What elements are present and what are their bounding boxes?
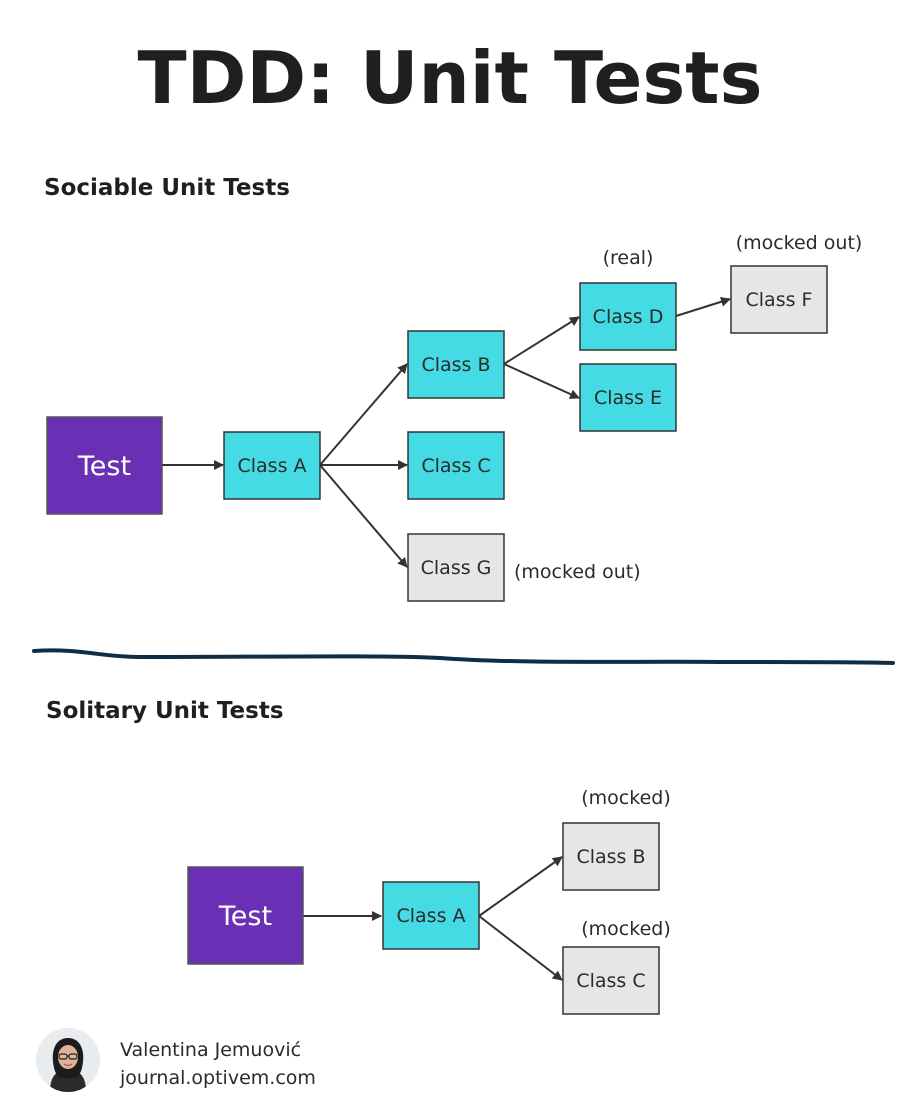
solitary-class-c-node: Class C (562, 946, 660, 1015)
sociable-class-f-note: (mocked out) (736, 232, 863, 254)
sociable-class-a-node: Class A (223, 431, 321, 500)
arrow-b-to-e (503, 363, 580, 399)
sociable-class-f-node: Class F (730, 265, 828, 334)
sociable-class-d-label: Class D (593, 306, 664, 328)
solitary-heading: Solitary Unit Tests (46, 698, 284, 724)
author-avatar (36, 1028, 100, 1092)
arrow-a-to-b (319, 363, 408, 466)
solitary-test-label: Test (218, 901, 272, 932)
solitary-test-node: Test (187, 866, 304, 965)
arrow-solitary-a-to-c (478, 915, 563, 981)
sociable-class-g-label: Class G (421, 557, 492, 579)
sociable-class-a-label: Class A (237, 455, 306, 477)
person-avatar-icon (36, 1028, 100, 1092)
solitary-class-b-node: Class B (562, 822, 660, 891)
solitary-class-a-label: Class A (396, 905, 465, 927)
sociable-class-b-label: Class B (421, 354, 490, 376)
arrow-solitary-a-to-b (478, 856, 563, 917)
sociable-class-e-node: Class E (579, 363, 677, 432)
sociable-class-e-label: Class E (594, 387, 662, 409)
sociable-class-b-node: Class B (407, 330, 505, 399)
solitary-class-c-note: (mocked) (581, 918, 670, 940)
solitary-class-b-note: (mocked) (581, 787, 670, 809)
sociable-class-c-label: Class C (421, 455, 490, 477)
page-title: TDD: Unit Tests (138, 36, 763, 120)
arrow-d-to-f (675, 296, 731, 317)
sociable-class-d-note: (real) (603, 247, 654, 269)
author-block: Valentina Jemuović journal.optivem.com (120, 1036, 316, 1092)
author-site[interactable]: journal.optivem.com (120, 1067, 316, 1089)
sociable-test-node: Test (46, 416, 163, 515)
arrow-b-to-d (503, 316, 580, 365)
sociable-class-c-node: Class C (407, 431, 505, 500)
arrow-a-to-g (319, 464, 408, 568)
solitary-connectors (303, 856, 563, 981)
sociable-class-g-node: Class G (407, 533, 505, 602)
author-name: Valentina Jemuović (120, 1039, 302, 1061)
solitary-class-b-label: Class B (576, 846, 645, 868)
sociable-connectors (162, 296, 731, 568)
sociable-heading: Sociable Unit Tests (44, 175, 290, 201)
sociable-class-f-label: Class F (746, 289, 813, 311)
solitary-class-c-label: Class C (576, 970, 645, 992)
section-divider (32, 648, 895, 665)
sociable-class-g-note: (mocked out) (514, 561, 641, 583)
sociable-class-d-node: Class D (579, 282, 677, 351)
solitary-class-a-node: Class A (382, 881, 480, 950)
sociable-test-label: Test (77, 451, 131, 482)
